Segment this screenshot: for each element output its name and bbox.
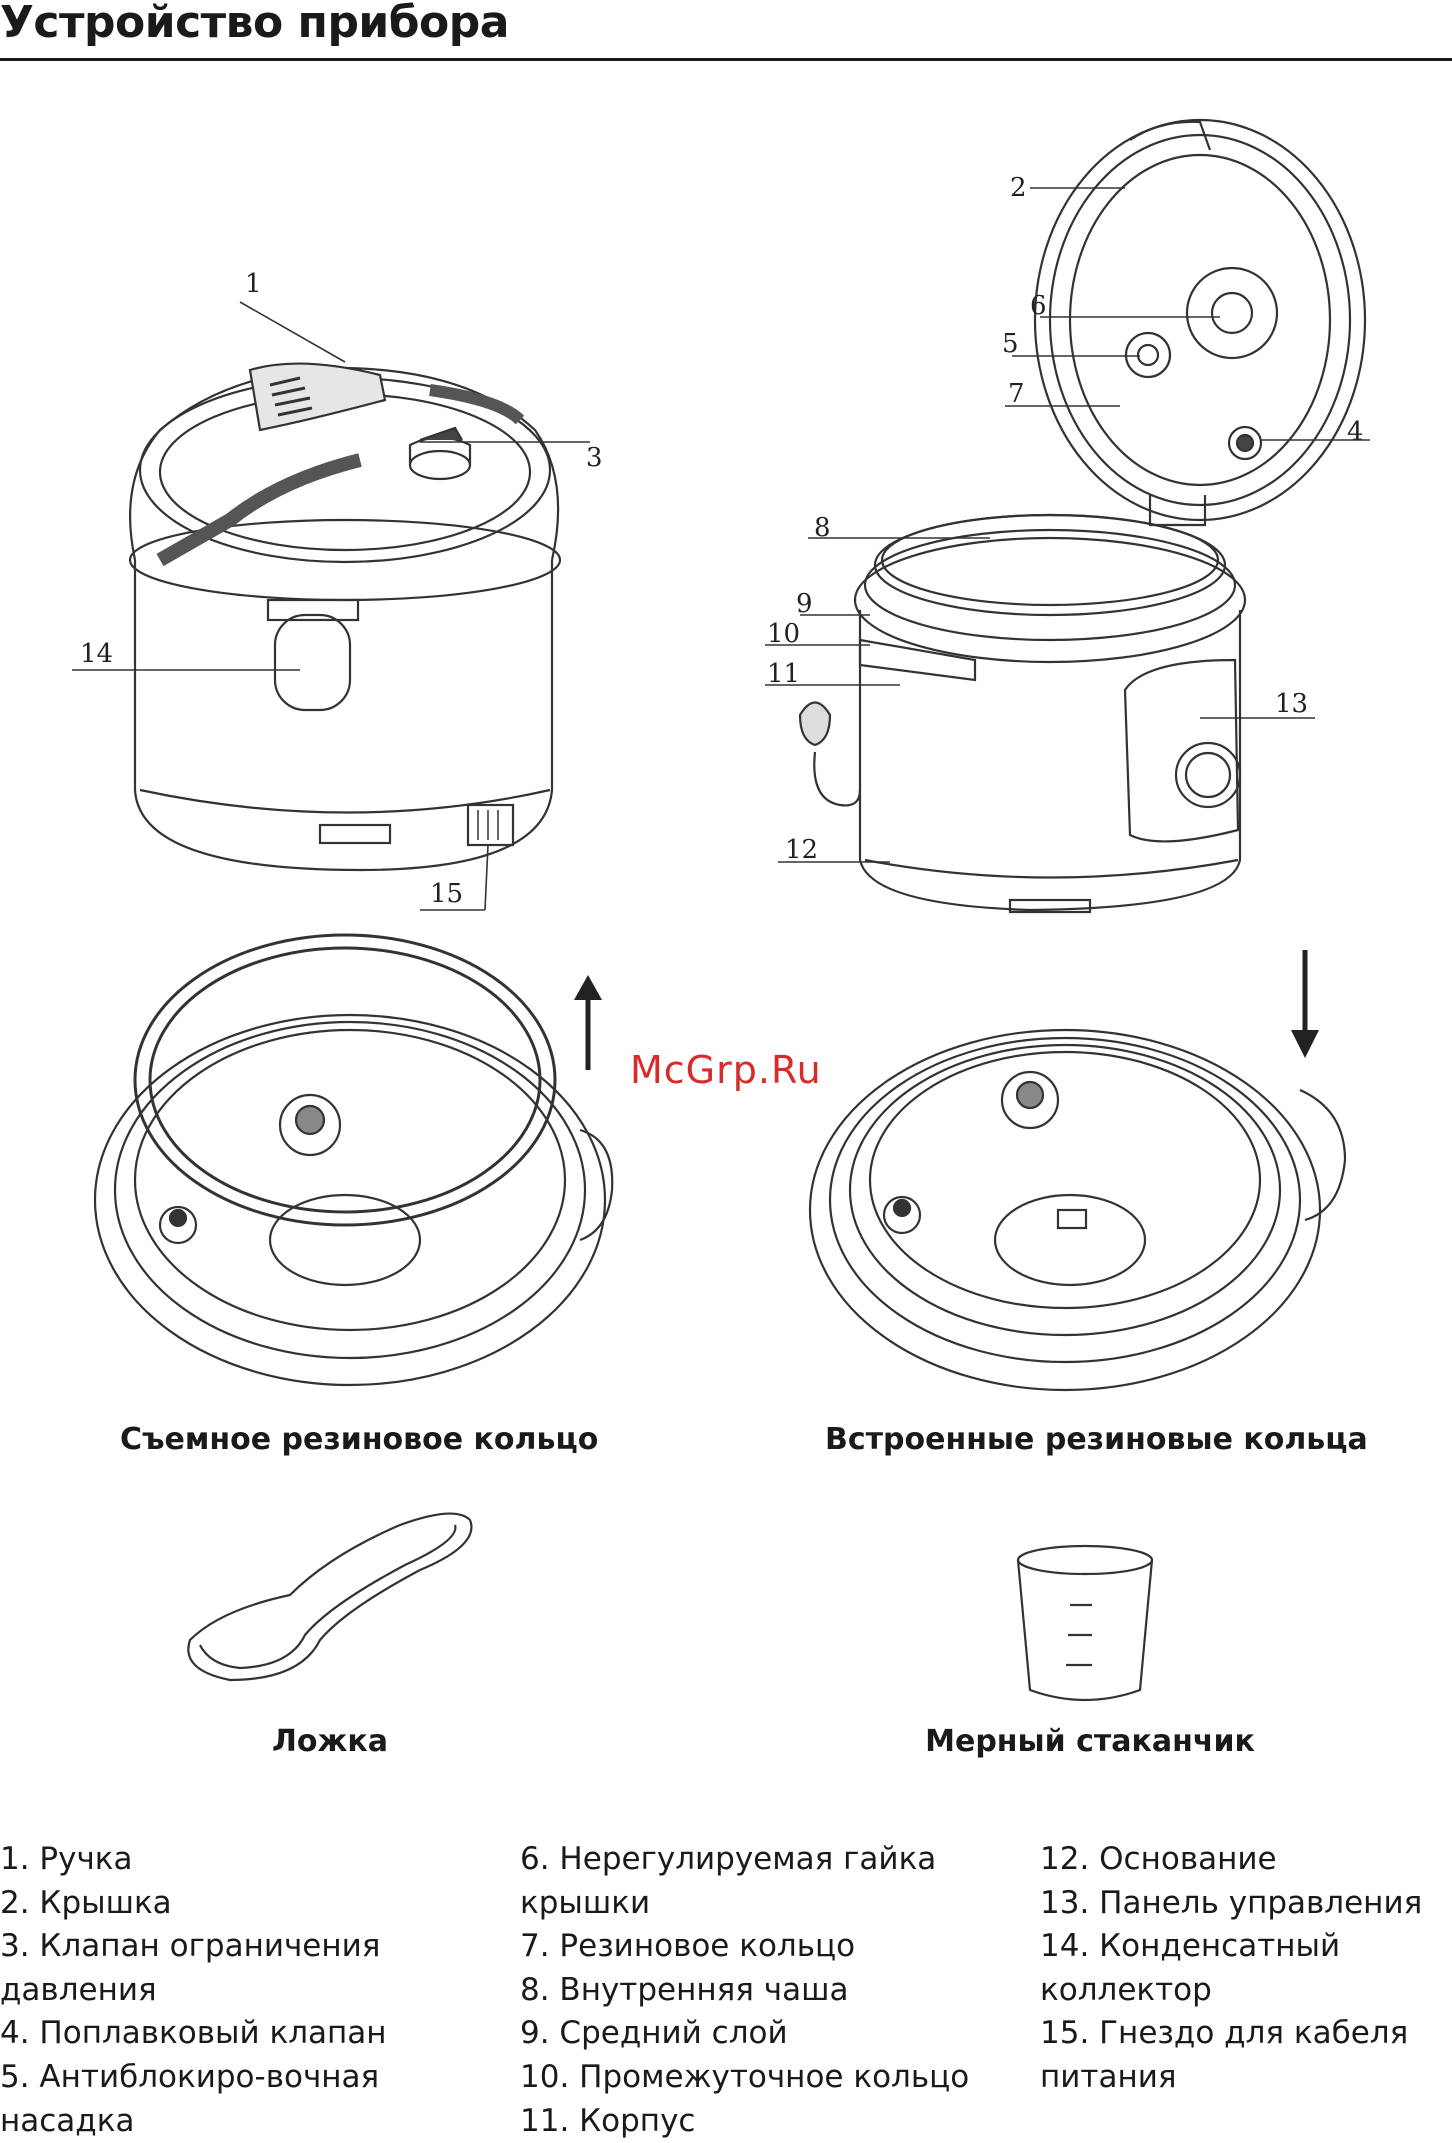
legend-item: 14. Конденсатный bbox=[1040, 1928, 1341, 1965]
callout-12: 12 bbox=[785, 835, 818, 865]
legend-column-2: 6. Нерегулируемая гайка крышки 7. Резино… bbox=[520, 1838, 969, 2143]
legend-item: 8. Внутренняя чаша bbox=[520, 1971, 849, 2008]
legend-item: насадка bbox=[0, 2102, 135, 2139]
callout-3: 3 bbox=[586, 443, 603, 473]
caption-removable-ring: Съемное резиновое кольцо bbox=[120, 1422, 599, 1457]
legend-item: 2. Крышка bbox=[0, 1884, 172, 1921]
spoon-drawing bbox=[187, 1512, 473, 1682]
legend-item: 12. Основание bbox=[1040, 1841, 1277, 1877]
legend-item: 15. Гнездо для кабеля bbox=[1040, 2015, 1409, 2052]
legend-item: 13. Панель управления bbox=[1040, 1884, 1423, 1921]
callout-numbers: 1 2 3 4 5 6 7 8 9 10 11 12 13 14 15 bbox=[80, 173, 1364, 909]
legend-column-1: 1. Ручка 2. Крышка 3. Клапан ограничения… bbox=[0, 1838, 387, 2143]
legend-item: питания bbox=[1040, 2058, 1177, 2095]
callout-4: 4 bbox=[1347, 417, 1364, 447]
lid-builtin-rings-drawing bbox=[808, 950, 1347, 1392]
title-rule bbox=[0, 58, 1452, 61]
legend-item: 6. Нерегулируемая гайка bbox=[520, 1841, 937, 1877]
legend-item: 1. Ручка bbox=[0, 1841, 133, 1877]
legend-item: 9. Средний слой bbox=[520, 2015, 788, 2052]
caption-builtin-rings: Встроенные резиновые кольца bbox=[825, 1422, 1368, 1457]
legend-item: 4. Поплавковый клапан bbox=[0, 2015, 387, 2052]
legend-item: крышки bbox=[520, 1884, 651, 1921]
legend-item: 3. Клапан ограничения bbox=[0, 1928, 381, 1965]
callout-15: 15 bbox=[430, 879, 463, 909]
cooker-open-drawing bbox=[798, 118, 1367, 914]
callout-lines bbox=[72, 187, 1370, 911]
callout-1: 1 bbox=[245, 269, 262, 299]
legend-item: 11. Корпус bbox=[520, 2102, 696, 2139]
measuring-cup-drawing bbox=[1016, 1544, 1154, 1702]
legend-item: 10. Промежуточное кольцо bbox=[520, 2058, 970, 2095]
legend-item: коллектор bbox=[1040, 1971, 1212, 2008]
cooker-closed-drawing bbox=[128, 362, 562, 872]
callout-7: 7 bbox=[1008, 379, 1025, 409]
callout-8: 8 bbox=[814, 513, 831, 543]
caption-measuring-cup: Мерный стаканчик bbox=[925, 1724, 1255, 1759]
caption-spoon: Ложка bbox=[272, 1724, 388, 1759]
callout-14: 14 bbox=[80, 639, 113, 669]
legend-item: 7. Резиновое кольцо bbox=[520, 1928, 856, 1965]
callout-10: 10 bbox=[767, 619, 800, 649]
callout-13: 13 bbox=[1275, 689, 1308, 719]
callout-9: 9 bbox=[796, 589, 813, 619]
page-title: Устройство прибора bbox=[0, 0, 509, 48]
callout-6: 6 bbox=[1030, 291, 1047, 321]
legend-column-3: 12. Основание 13. Панель управления 14. … bbox=[1040, 1838, 1422, 2100]
callout-2: 2 bbox=[1010, 173, 1027, 203]
callout-5: 5 bbox=[1002, 329, 1019, 359]
legend-item: давления bbox=[0, 1971, 157, 2008]
legend-item: 5. Антиблокиро-вочная bbox=[0, 2058, 380, 2095]
watermark: McGrp.Ru bbox=[630, 1048, 822, 1092]
lid-removable-ring-drawing bbox=[93, 933, 614, 1387]
device-illustrations: 1 2 3 4 5 6 7 8 9 10 11 12 13 14 15 bbox=[72, 118, 1370, 1702]
callout-11: 11 bbox=[767, 659, 800, 689]
